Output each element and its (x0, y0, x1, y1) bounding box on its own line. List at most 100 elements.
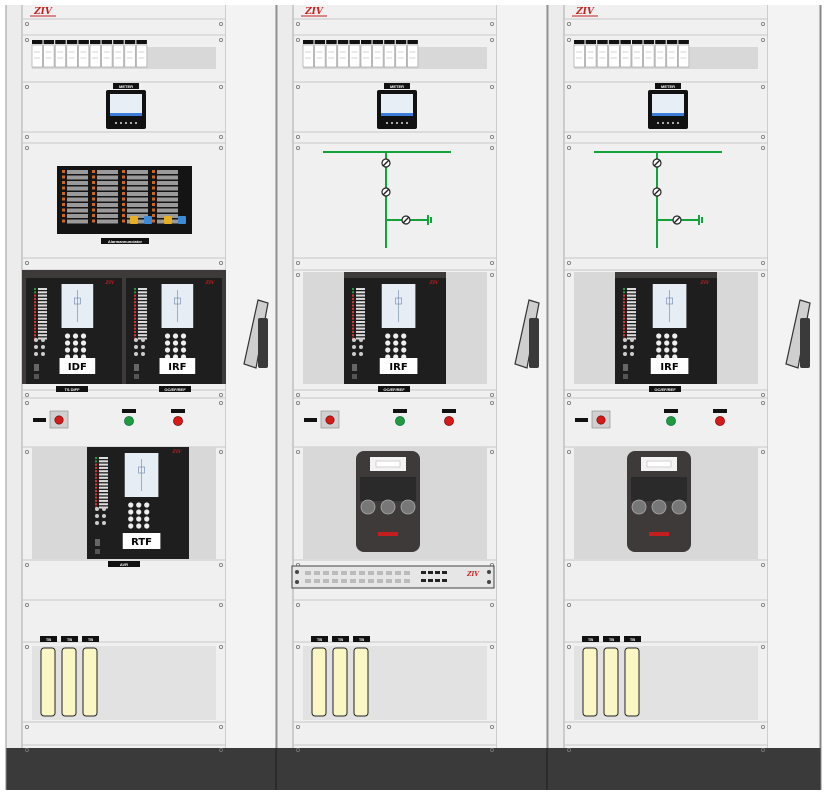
mcb-inset (32, 47, 216, 69)
panel-screw (567, 748, 572, 753)
relay-led-label (38, 304, 47, 307)
control-buttons (575, 409, 727, 429)
annunciator-window (127, 192, 148, 196)
mcb-handle (655, 40, 666, 44)
relay-id: IRF (660, 362, 678, 373)
panel-screw (567, 272, 572, 277)
meter-button (391, 122, 393, 124)
relay-led (34, 291, 36, 294)
panel-screw (567, 134, 572, 139)
energy-meter (356, 451, 420, 552)
relay-led-label (38, 288, 47, 290)
relay-key (664, 340, 670, 346)
relay-led-label (356, 294, 365, 297)
relay-led-label (627, 321, 636, 323)
energy-meter-terminal (380, 499, 396, 515)
test-socket (386, 579, 392, 583)
relay-key (172, 340, 179, 346)
mcb-body (112, 44, 124, 68)
door-handle[interactable] (785, 299, 811, 369)
relay-led (134, 301, 136, 304)
reset-button[interactable] (596, 415, 606, 425)
annunciator-led (152, 181, 155, 184)
meter-button (396, 122, 398, 124)
panel-screw (567, 85, 572, 90)
mcb-body (349, 44, 361, 68)
meter-label: METER (661, 84, 675, 89)
mcb-handle (337, 40, 349, 44)
annunciator-led (152, 208, 155, 212)
door-handle[interactable] (243, 299, 269, 369)
relay-port (352, 374, 357, 379)
meter-button (135, 122, 137, 124)
relay-port (352, 364, 357, 371)
door-handle[interactable] (514, 299, 540, 369)
relay-id-plate (59, 358, 96, 374)
relay-caption: OC/EF/REF (159, 386, 191, 392)
meter-button (662, 122, 664, 124)
relay-led-label (38, 311, 47, 314)
annunciator-window (67, 181, 88, 185)
relay-led (134, 297, 136, 300)
annunciator-window (67, 197, 88, 202)
relay-led (623, 297, 625, 300)
terminal-inset (574, 646, 758, 720)
terminal-label: TB (609, 637, 614, 642)
annunciator-led (62, 219, 65, 223)
relay-led-label (138, 317, 147, 320)
panel-screw (295, 748, 300, 753)
mcb-body (66, 44, 78, 68)
meter-display-bar (110, 113, 142, 116)
annunciator-label-plate (101, 238, 149, 244)
relay-led-label (99, 499, 108, 502)
panel-screw (218, 725, 223, 730)
annunciator-label: Alarmannunciator (108, 239, 143, 244)
relay-function-key (95, 514, 99, 518)
relay-led-label (627, 334, 636, 337)
mcb-handle (585, 40, 597, 44)
mcb-handle (32, 40, 43, 44)
panel-screw (761, 603, 766, 608)
test-panel-plate (291, 565, 495, 589)
panel-screw (567, 400, 572, 405)
annunciator-window (67, 192, 88, 196)
door-handle-grip[interactable] (514, 299, 540, 369)
reset-button[interactable] (325, 415, 335, 425)
test-socket (395, 571, 401, 575)
relay-led-label (99, 473, 108, 476)
disconnector-blade (673, 216, 681, 224)
meter-button (120, 122, 122, 124)
door-handle-base (529, 318, 539, 368)
relay-led (134, 334, 136, 337)
panel-screw (489, 38, 494, 43)
mcb-handle (678, 40, 689, 44)
terminal-label: TB (588, 637, 593, 642)
mcb-handle (666, 40, 678, 44)
relay-brand: ZIV (105, 280, 115, 286)
annunciator-window (127, 181, 148, 185)
relay-key (401, 347, 407, 353)
cabinet-door-frame (226, 5, 276, 748)
relay-screen-symbol (174, 297, 181, 305)
meter-label-plate (655, 83, 681, 89)
relay-led (34, 297, 36, 300)
annunciator-led (122, 219, 125, 223)
relay-led (95, 480, 97, 483)
reset-button[interactable] (54, 415, 64, 425)
relay-led (352, 317, 354, 320)
energy-meter-panel (631, 477, 687, 501)
door-handle-grip[interactable] (243, 299, 269, 369)
panel-screw (761, 85, 766, 90)
relay-led-label (356, 291, 365, 294)
door-handle-grip[interactable] (785, 299, 811, 369)
current-transformer-block (624, 647, 640, 717)
panel-screw (295, 580, 299, 584)
current-transformer-block (353, 647, 369, 717)
mcb-handle (349, 40, 360, 44)
panel-screw (295, 449, 300, 454)
mcb-body (124, 44, 136, 68)
relay-led-label (99, 493, 108, 496)
relay-led-label (99, 480, 108, 483)
